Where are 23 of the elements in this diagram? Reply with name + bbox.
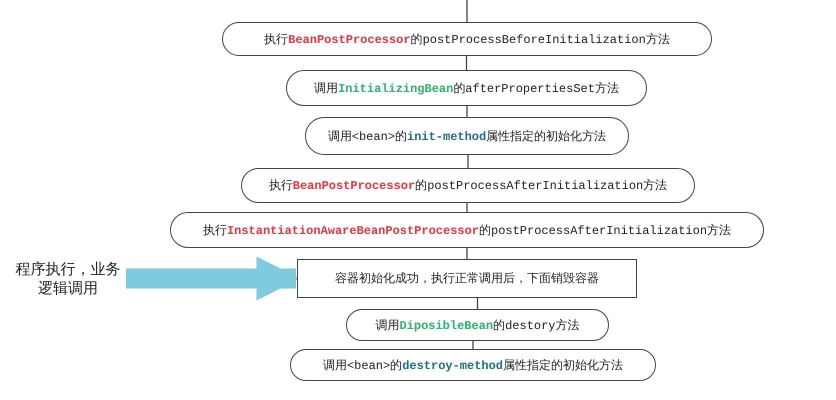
process-box [170, 212, 764, 248]
connector-line [476, 298, 478, 309]
step-text: 调用InitializingBean的afterPropertiesSet方法 [314, 80, 619, 96]
step-text: 调用<bean>的init-method属性指定的初始化方法 [328, 128, 606, 144]
connector-line [466, 248, 468, 259]
step-text: 调用<bean>的destroy-method属性指定的初始化方法 [322, 358, 624, 374]
process-box [241, 168, 695, 203]
connector-line [467, 155, 469, 168]
process-box [346, 309, 609, 341]
process-box [222, 22, 712, 56]
step-text: 容器初始化成功，执行正常调用后，下面销毁容器 [335, 270, 599, 287]
connector-line [466, 0, 468, 22]
connector-line [466, 106, 468, 117]
step-text: 执行BeanPostProcessor的postProcessAfterInitialization方法 [268, 178, 668, 194]
step-text: 执行BeanPostProcessor的postProcessBeforeInitialization方法 [264, 32, 670, 48]
process-box [286, 70, 647, 106]
note-text: 程序执行，业务逻辑调用 [14, 260, 122, 298]
process-box [297, 259, 637, 298]
process-box [290, 349, 656, 381]
process-box [305, 117, 629, 155]
connector-line [466, 56, 468, 70]
step-text: 调用DiposibleBean的destory方法 [375, 318, 580, 334]
step-text: 执行InstantiationAwareBeanPostProcessor的postProcessAfterInitialization方法 [202, 222, 732, 238]
